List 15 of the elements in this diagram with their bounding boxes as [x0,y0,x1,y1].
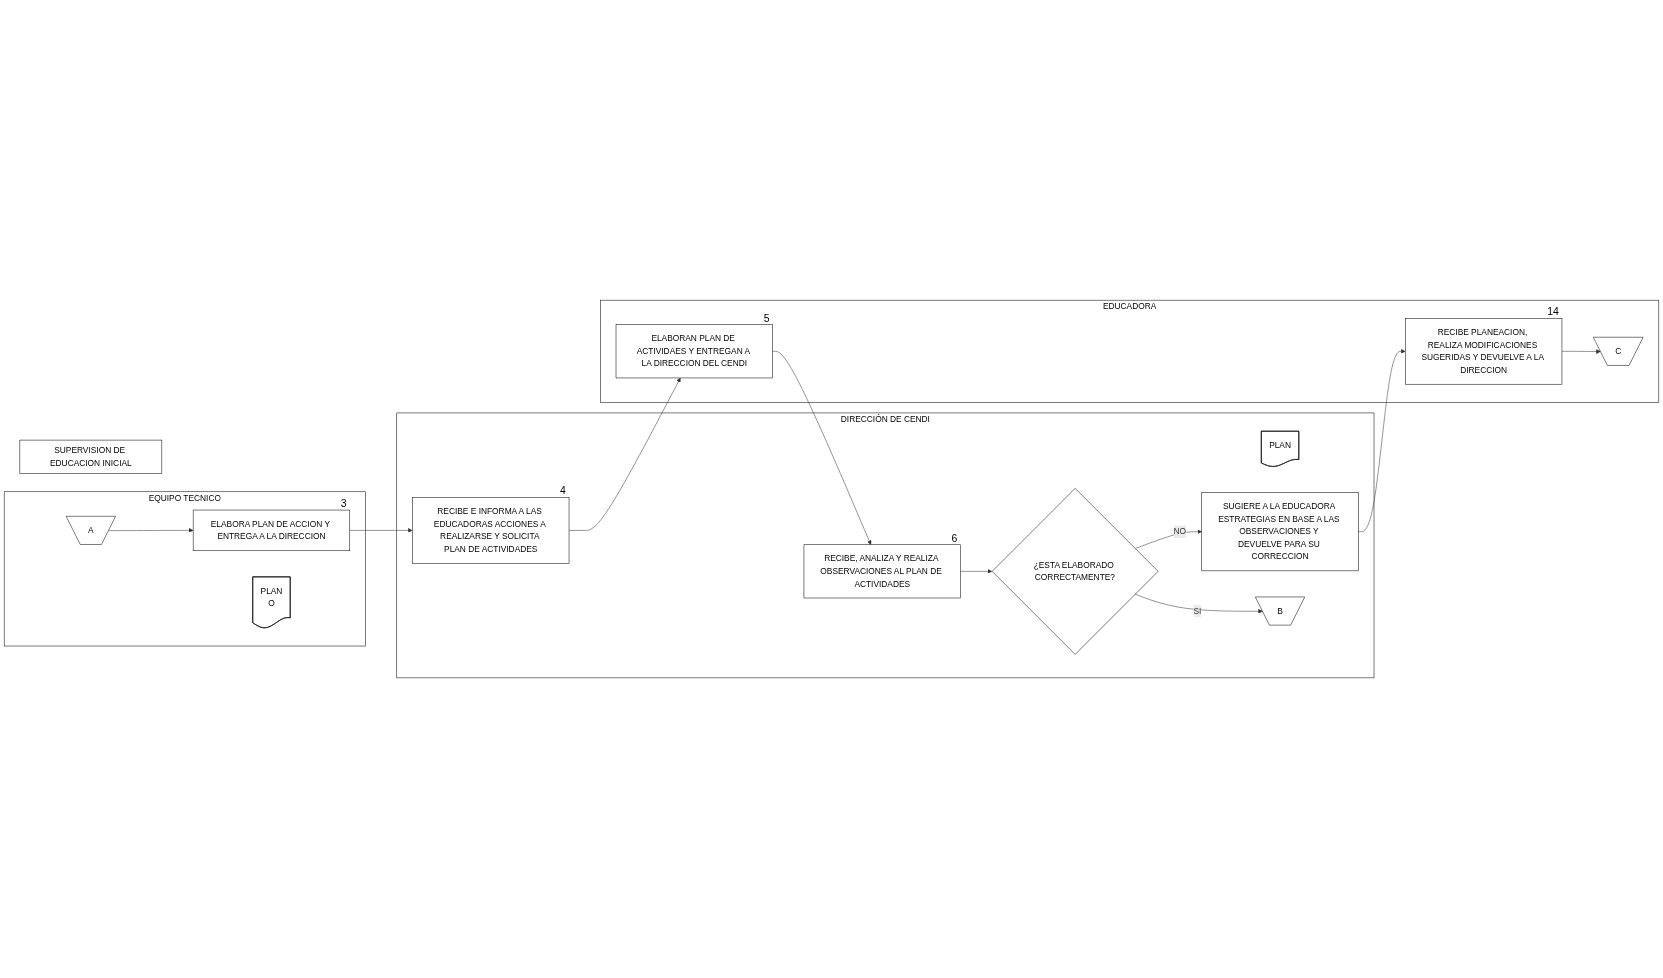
node-box: RECIBE PLANEACION, REALIZA MODIFICACIONES SUGERIDAS Y DEVUELVE A LA DIRECCION [1405,318,1563,385]
node-box: ELABORA PLAN DE ACCION Y ENTREGA A LA DIRECCION [192,509,351,551]
step-number: 14 [1547,306,1559,318]
step-number: 3 [340,497,347,509]
edge-label: NO [1173,526,1187,536]
step-number: 6 [951,532,958,544]
node-box: RECIBE E INFORMA A LAS EDUCADORAS ACCIONES A REALIZARSE Y SOLICITA PLAN DE ACTIVIDADES [412,497,570,564]
edge-label: SI [1193,606,1202,616]
step-number: 4 [560,485,566,497]
step-number: 5 [763,312,770,324]
node-box: SUPERVISION DE EDUCACION INICIAL [19,439,163,474]
node-diamond: ¿ESTA ELABORADO CORRECTAMENTE? [991,488,1159,655]
node-box: ELABORAN PLAN DE ACTIVIDAES Y ENTREGAN A LA DIRECCION DEL CENDI [615,324,773,379]
node-box: SUGIERE A LA EDUCADORA ESTRATEGIAS EN BASE A LAS OBSERVACIONES Y DEVUELVE PARA SU CORRECCION [1201,492,1359,572]
node-box: RECIBE, ANALIZA Y REALIZA OBSERVACIONES AL PLAN DE ACTIVIDADES [803,544,961,599]
